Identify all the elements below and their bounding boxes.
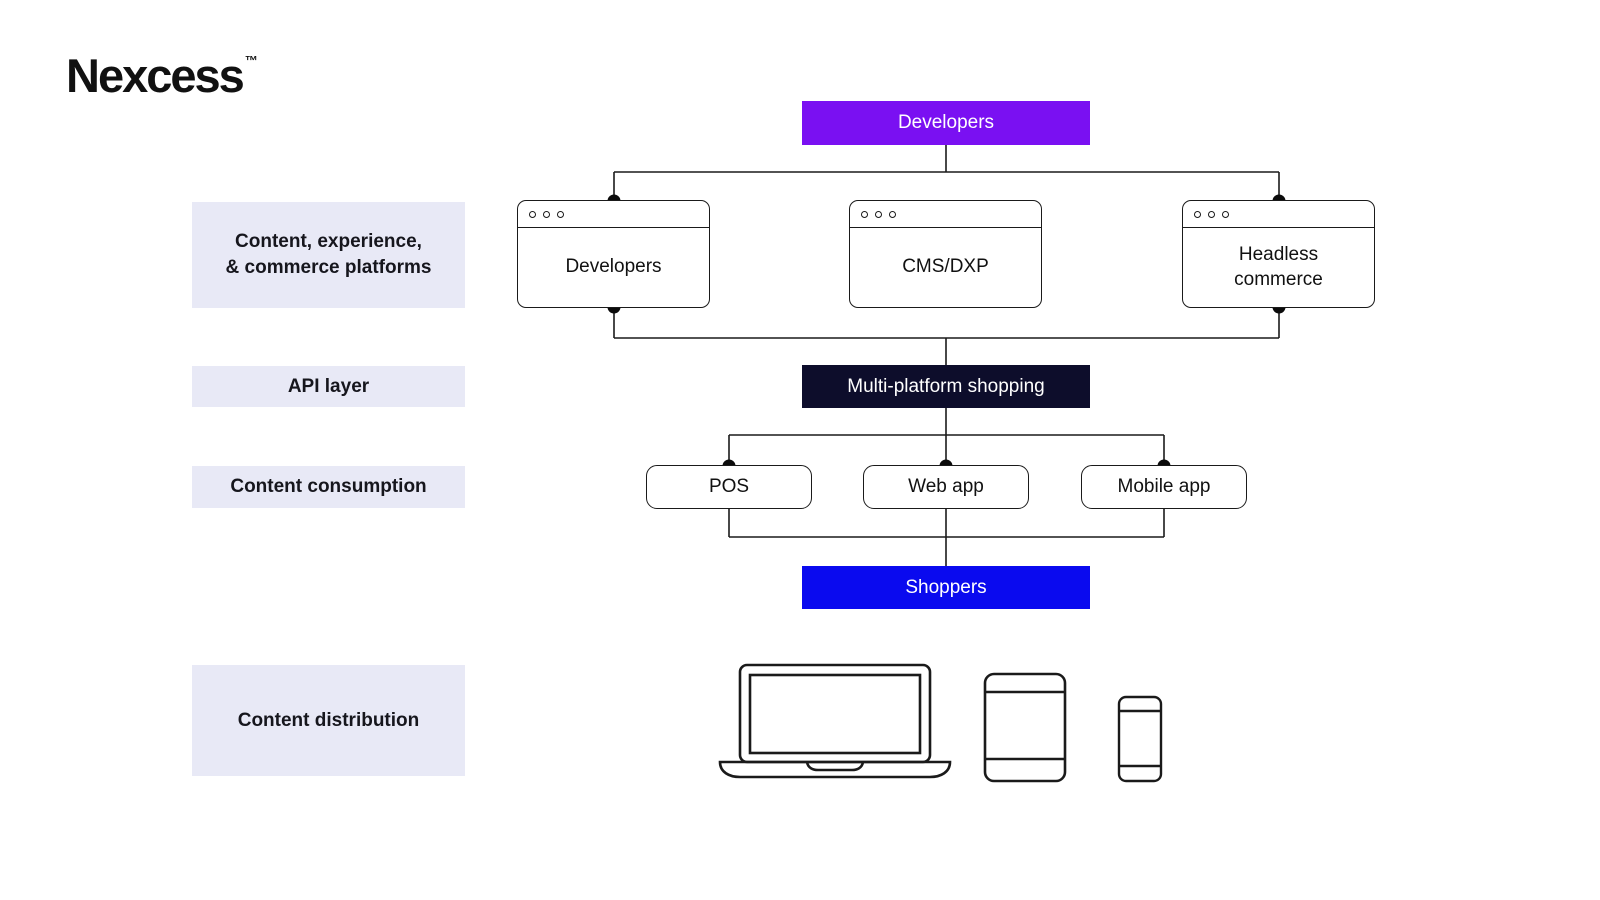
platform-node-headless-commerce: Headless commerce: [1182, 200, 1375, 308]
consumption-node-pos: POS: [646, 465, 812, 509]
nexcess-logo-text: Nexcess: [66, 49, 245, 102]
window-dot-icon: [1222, 210, 1229, 218]
platform-node-label: CMS/DXP: [902, 256, 989, 278]
row-label-api-text: API layer: [287, 375, 370, 397]
platform-node-developers: Developers: [517, 200, 710, 308]
platform-node-label: Headless commerce: [1234, 243, 1323, 290]
row-label-platforms-line1: Content, experience,: [235, 231, 422, 253]
shoppers-band-label: Shoppers: [905, 576, 987, 598]
platform-node-cms-dxp: CMS/DXP: [849, 200, 1042, 308]
consumption-node-mobile-app: Mobile app: [1081, 465, 1247, 509]
window-dot-icon: [1194, 210, 1201, 218]
row-label-platforms: Content, experience, & commerce platform…: [192, 202, 465, 308]
tablet-icon: [983, 672, 1067, 783]
window-dot-icon: [889, 210, 896, 218]
trademark-symbol: ™: [244, 53, 258, 68]
window-dot-icon: [861, 210, 868, 218]
consumption-node-label: Mobile app: [1117, 476, 1211, 497]
multi-platform-shopping-node: Multi-platform shopping: [802, 365, 1090, 408]
row-label-distribution: Content distribution: [192, 665, 465, 776]
browser-titlebar: [518, 201, 709, 228]
phone-icon: [1117, 695, 1163, 783]
window-dot-icon: [557, 210, 564, 218]
consumption-node-web-app: Web app: [863, 465, 1029, 509]
window-dot-icon: [529, 210, 536, 218]
browser-titlebar: [850, 201, 1041, 228]
row-label-platforms-line2: & commerce platforms: [225, 257, 432, 278]
row-label-consumption-text: Content consumption: [230, 476, 427, 498]
developers-band: Developers: [802, 101, 1090, 145]
row-label-distribution-text: Content distribution: [237, 709, 420, 731]
consumption-node-label: Web app: [908, 476, 984, 497]
window-dot-icon: [1208, 210, 1215, 218]
window-dot-icon: [543, 210, 550, 218]
row-label-consumption: Content consumption: [192, 466, 465, 508]
developers-band-label: Developers: [897, 112, 995, 133]
browser-titlebar: [1183, 201, 1374, 228]
multi-platform-shopping-label: Multi-platform shopping: [847, 375, 1045, 397]
consumption-node-label: POS: [708, 476, 750, 497]
window-dot-icon: [875, 210, 882, 218]
shoppers-band: Shoppers: [802, 566, 1090, 609]
row-label-api: API layer: [192, 366, 465, 407]
laptop-icon: [718, 663, 952, 779]
platform-node-label: Developers: [565, 256, 662, 278]
